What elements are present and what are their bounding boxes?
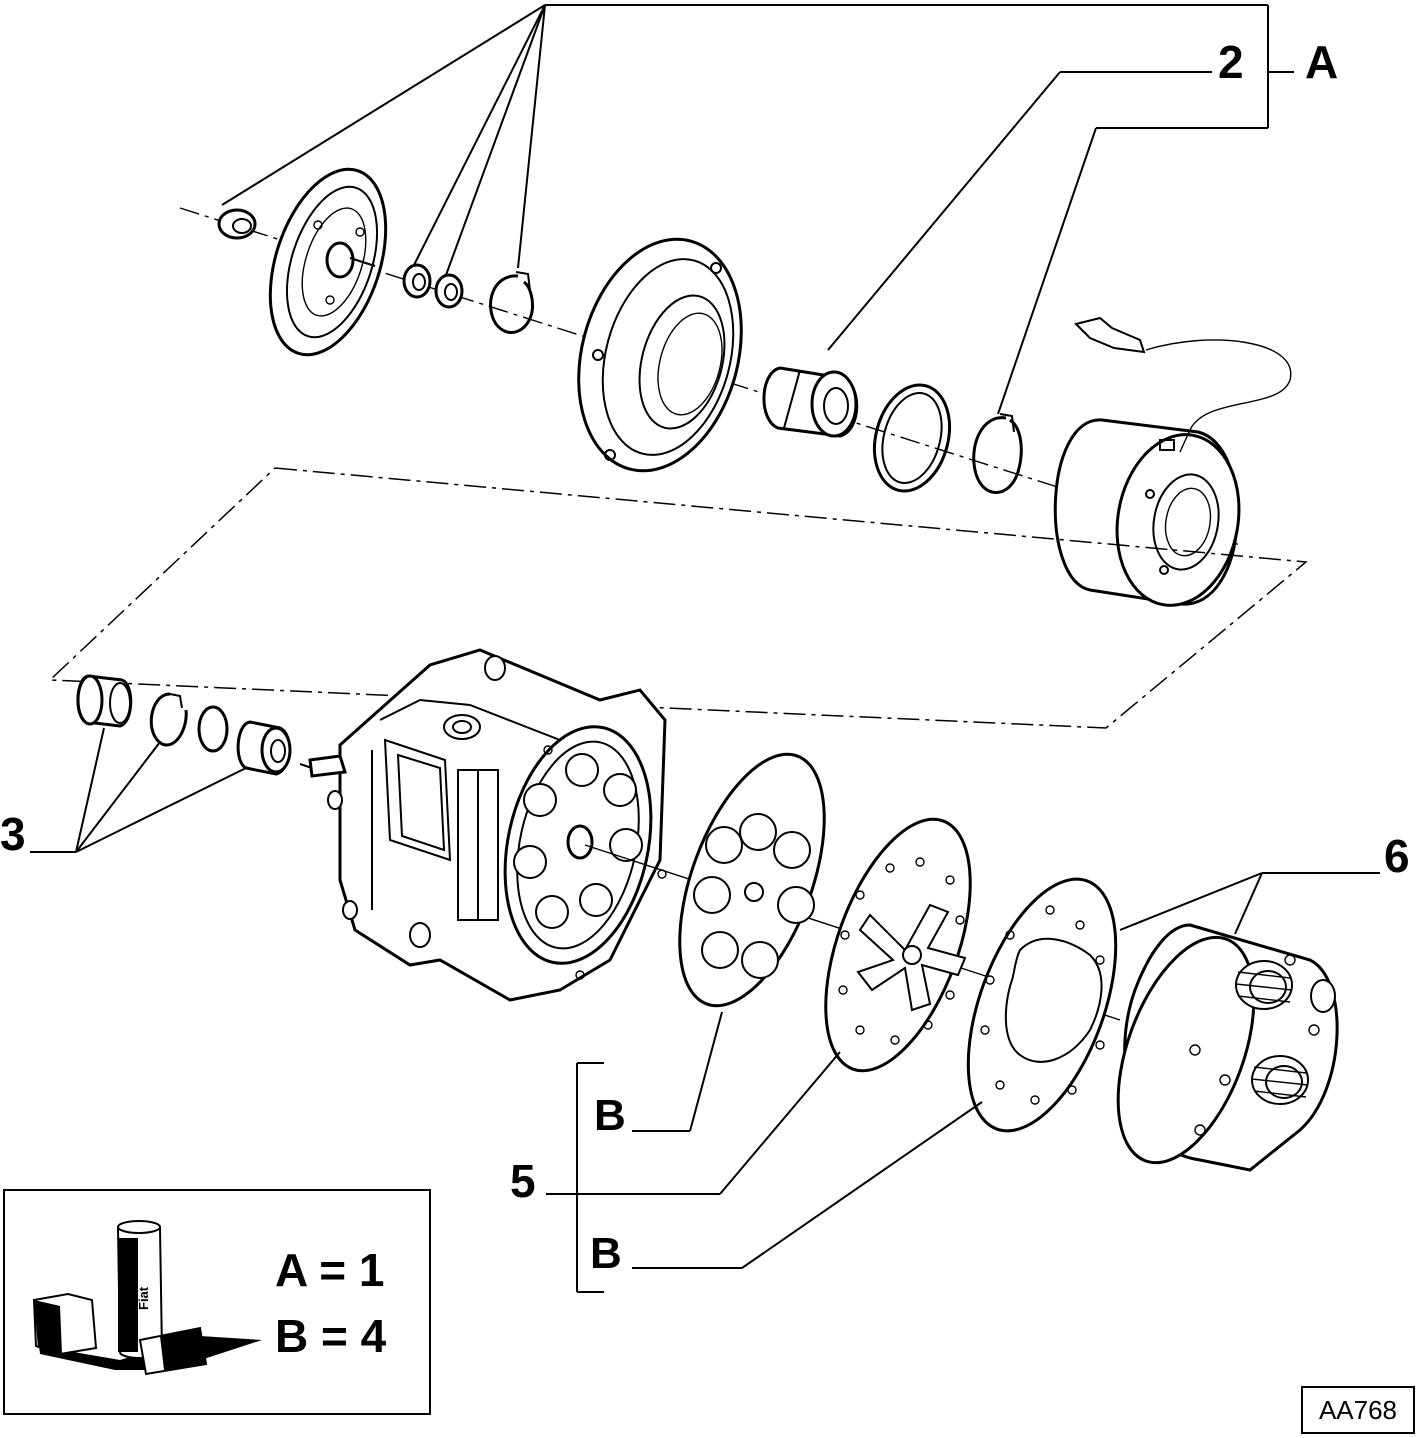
callout-B-lower: B (590, 1229, 622, 1278)
callout-B-upper: B (594, 1091, 626, 1140)
callout-A: A (1305, 36, 1338, 88)
valve-plate-gasket (678, 752, 826, 1008)
reed-plate-holes (838, 857, 965, 1045)
reference-code-box: AA768 (1301, 1386, 1415, 1434)
leader-callout-6 (1119, 872, 1380, 935)
snap-ring-front (489, 271, 534, 334)
shaft-seal (236, 720, 292, 776)
leader-callout-3 (30, 727, 247, 853)
shim-washer-1 (402, 263, 432, 299)
callout-6: 6 (1384, 830, 1410, 882)
assembly-dash-boundary (48, 467, 1308, 729)
leader-top-cluster (221, 4, 1294, 276)
seal-bushing (76, 674, 133, 728)
bearing-retaining-ring (873, 383, 951, 493)
reed-valve-plate (824, 817, 972, 1073)
legend-row-a: A = 1 (275, 1244, 385, 1296)
clutch-nut (217, 208, 257, 240)
leader-callout-B-upper (632, 1011, 723, 1132)
leader-callout-B-lower (632, 1101, 983, 1269)
seal-snap-ring (149, 692, 188, 747)
coil-wire-connector (1074, 316, 1292, 453)
callout-2: 2 (1218, 36, 1244, 88)
clutch-front-plate (268, 167, 388, 357)
rear-cylinder-head (1116, 923, 1339, 1172)
leader-callout-A (997, 127, 1268, 415)
compressor-cylinder-face (503, 725, 667, 980)
reference-code: AA768 (1319, 1395, 1397, 1425)
leader-callout-2 (827, 71, 1212, 351)
callout-3: 3 (0, 808, 26, 860)
fiat-products-icon: Fiat (32, 1220, 262, 1376)
leader-callout-5-bracket (546, 1051, 841, 1293)
pulley (577, 237, 743, 473)
discharge-port (1251, 1055, 1309, 1105)
field-coil (1053, 418, 1241, 607)
head-gasket-holes (980, 905, 1105, 1105)
pulley-bearing (762, 366, 859, 438)
suction-port (1235, 960, 1293, 1010)
legend-row-b: B = 4 (275, 1310, 387, 1362)
callout-5: 5 (510, 1155, 536, 1207)
quantity-legend-box: Fiat A = 1 B = 4 (3, 1189, 431, 1415)
seal-o-ring (197, 705, 229, 753)
head-gasket (966, 877, 1118, 1133)
coil-snap-ring (972, 413, 1023, 494)
can-label: Fiat (136, 1286, 151, 1310)
shim-washer-2 (434, 273, 464, 309)
